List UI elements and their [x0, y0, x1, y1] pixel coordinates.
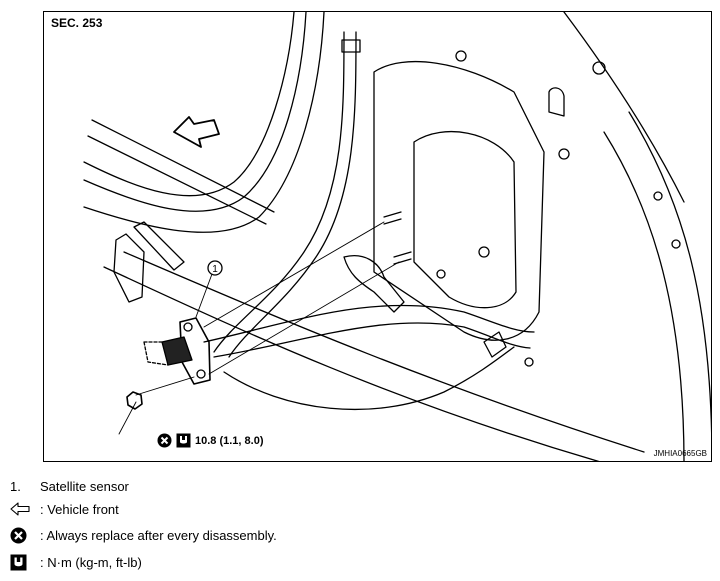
- always-replace-label: : Always replace after every disassembly…: [40, 527, 277, 543]
- torque-spec: 10.8 (1.1, 8.0): [157, 433, 264, 448]
- lower-sill-1: [103, 266, 600, 461]
- rear-edge-3: [563, 12, 685, 203]
- connector-1: [483, 331, 507, 358]
- leader-nut: [135, 376, 195, 396]
- legend-torque: : N·m (kg-m, ft-lb): [10, 552, 142, 572]
- always-replace-icon: [10, 527, 27, 543]
- hole-6: [524, 357, 534, 367]
- torque-unit-label: : N·m (kg-m, ft-lb): [40, 554, 142, 570]
- pillar-panel: [373, 61, 545, 341]
- rear-edge-1: [603, 131, 685, 461]
- legend-item-1-number: 1.: [10, 478, 21, 494]
- legend-item-1-label: Satellite sensor: [40, 478, 129, 494]
- sill-line-1: [91, 119, 275, 213]
- bolt-upper-2: [383, 218, 402, 225]
- left-bracket-top: [133, 221, 185, 271]
- vehicle-front-arrow-icon: [10, 502, 30, 516]
- bolt-lower: [393, 251, 412, 258]
- torque-wrench-icon: [10, 554, 27, 570]
- bolt-upper: [383, 211, 402, 218]
- harness-lower-3: [223, 346, 515, 411]
- legend-always-replace: : Always replace after every disassembly…: [10, 525, 277, 545]
- callout-circle: [207, 260, 223, 276]
- tab-slot: [548, 87, 565, 117]
- torque-value: 10.8 (1.1, 8.0): [195, 434, 264, 447]
- hole-1: [455, 50, 467, 62]
- harness-clip: [341, 39, 361, 53]
- legend-vehicle-front: : Vehicle front: [10, 499, 119, 519]
- left-bracket: [113, 233, 145, 303]
- leader-callout: [195, 273, 213, 318]
- callout-number: 1: [212, 264, 218, 275]
- image-code: JMHIA0665GB: [653, 449, 707, 458]
- hole-8: [671, 239, 681, 249]
- frame-curve-2: [83, 12, 307, 212]
- harness-lower-1: [203, 304, 535, 343]
- sensor-hole-bottom: [196, 369, 206, 379]
- sensor-connector: [161, 336, 193, 366]
- hole-4: [478, 246, 490, 258]
- hole-2: [592, 61, 606, 75]
- sensor-outline-dashed: [143, 341, 169, 366]
- torque-wrench-icon: [176, 433, 191, 448]
- leader-torque: [118, 401, 137, 435]
- pillar-recess: [413, 130, 517, 309]
- vehicle-front-arrow-graphic: [173, 116, 220, 148]
- rear-edge-2: [628, 111, 711, 435]
- harness-lower-2: [213, 322, 531, 358]
- leader-bolt-lower: [208, 261, 400, 375]
- frame-curve-1: [83, 12, 295, 197]
- hole-5: [436, 269, 446, 279]
- hole-3: [558, 148, 570, 160]
- lower-sill-2: [123, 251, 645, 453]
- sensor-hole-top: [183, 322, 193, 332]
- diagram-figure: 1 SEC. 253 10.8 (1.1, 8.0) JMHIA0665GB: [43, 11, 712, 462]
- satellite-sensor-illustration: 1: [83, 12, 711, 461]
- nut: [126, 391, 143, 410]
- hole-7: [653, 191, 663, 201]
- legend-item-1: 1. Satellite sensor: [10, 476, 129, 496]
- sill-line-2: [87, 135, 267, 225]
- bracket: [343, 255, 405, 313]
- always-replace-icon: [157, 433, 172, 448]
- leader-bolt-upper: [203, 221, 385, 328]
- section-label: SEC. 253: [51, 16, 103, 30]
- vehicle-front-label: : Vehicle front: [40, 501, 119, 517]
- harness-right: [228, 31, 357, 358]
- harness-left: [213, 31, 345, 353]
- frame-curve-3: [83, 12, 325, 233]
